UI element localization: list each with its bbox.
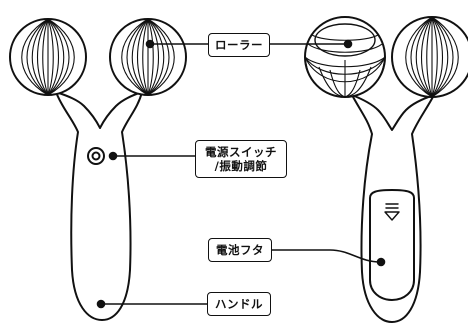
leader-lines [96,39,386,309]
handle-label-text: ハンドル [215,297,263,311]
back-roller-right [391,16,468,98]
power-switch-label-line2: /振動調節 [214,159,268,173]
front-roller-right [109,18,187,96]
battery-cover-outline [369,189,415,301]
back-view [351,94,435,323]
battery-cover-tab-icon [384,203,400,221]
front-view [55,91,143,321]
back-roller-left [304,16,386,98]
roller-label: ローラー [208,33,270,57]
battery-cover-label: 電池フタ [208,238,272,262]
back-body-outline [351,94,435,323]
power-switch-outer [87,147,105,165]
power-switch-label-line1: 電源スイッチ [205,145,277,159]
handle-label: ハンドル [207,292,271,316]
power-switch-inner [91,151,101,161]
roller-label-text: ローラー [215,38,263,52]
front-roller-left [9,18,87,96]
battery-cover-label-text: 電池フタ [216,243,264,257]
power-switch-label: 電源スイッチ /振動調節 [195,140,287,178]
front-body-outline [55,91,143,321]
